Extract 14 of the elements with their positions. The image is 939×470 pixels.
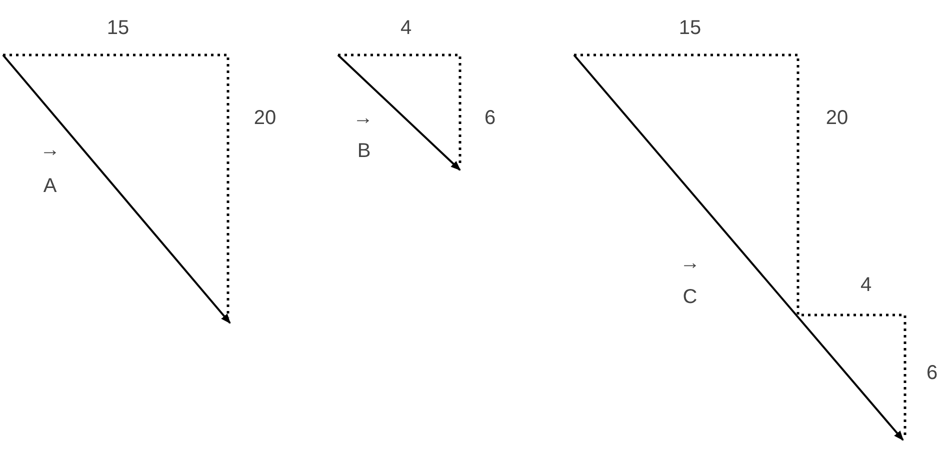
dimension-label: 4: [400, 18, 412, 38]
dimension-label: 4: [860, 275, 872, 295]
vector-arrow-sign: →: [40, 140, 60, 160]
dimension-label: 15: [678, 18, 702, 38]
dimension-label: 15: [106, 18, 130, 38]
dimension-label: 20: [826, 108, 848, 128]
vector-label: B: [357, 141, 371, 161]
vector-label: C: [682, 287, 698, 307]
dimension-label: 6: [926, 363, 938, 383]
vector-label: A: [43, 176, 57, 196]
vector-arrow-sign: →: [680, 253, 700, 273]
vector-arrow-sign: →: [353, 108, 373, 128]
dimension-label: 6: [484, 108, 496, 128]
dimension-label: 20: [254, 108, 276, 128]
